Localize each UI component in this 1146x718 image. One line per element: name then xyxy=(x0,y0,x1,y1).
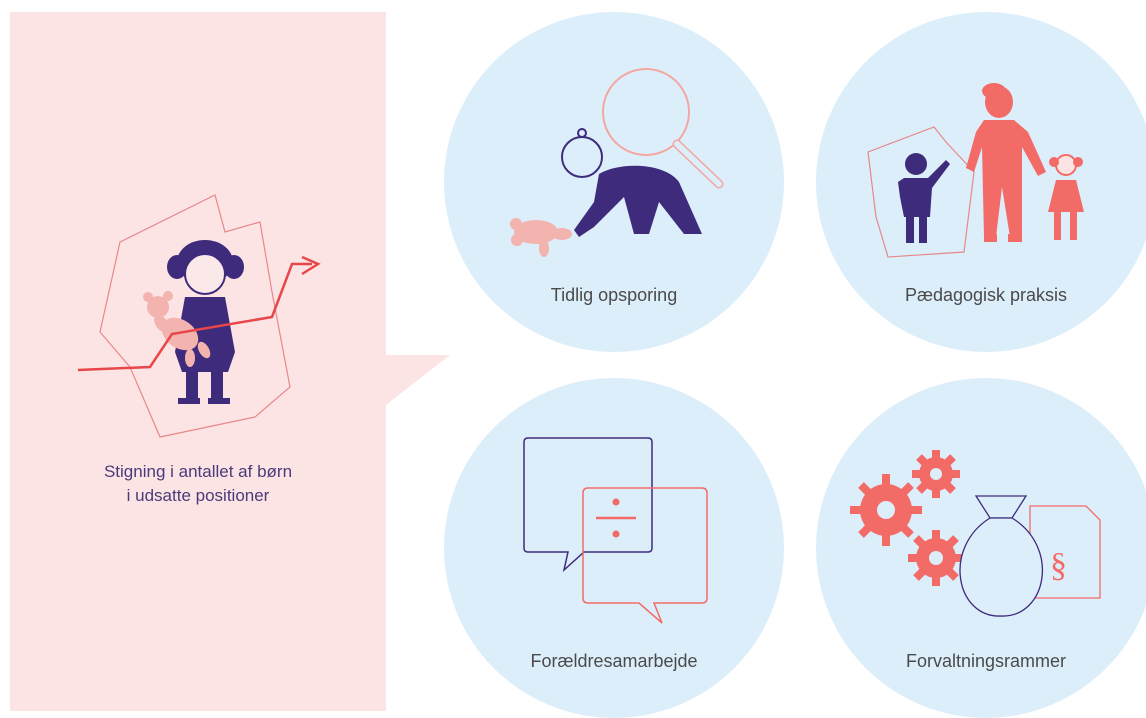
adult-with-children-icon xyxy=(867,83,1084,258)
main-topic-label-line2: i udsatte positioner xyxy=(126,486,270,505)
circle-early-detection: Tidlig opsporing xyxy=(444,12,784,352)
circle-label-parent-collaboration: Forældresamarbejde xyxy=(530,651,698,671)
circle-parent-collaboration: Forældresamarbejde xyxy=(444,378,784,718)
svg-text:§: § xyxy=(1050,547,1067,584)
speech-bubbles-icon xyxy=(523,437,708,624)
gears-money-paragraph-icon: § xyxy=(850,450,1101,617)
circle-label-early-detection: Tidlig opsporing xyxy=(550,285,678,305)
crawling-baby-magnifier-icon xyxy=(510,68,724,257)
circle-label-administrative-frameworks: Forvaltningsrammer xyxy=(905,651,1067,671)
main-topic-label: Stigning i antallet af børn i udsatte po… xyxy=(10,460,386,508)
main-topic-panel: Stigning i antallet af børn i udsatte po… xyxy=(10,12,386,711)
girl-with-rising-trend-icon xyxy=(77,194,321,438)
main-topic-label-line1: Stigning i antallet af børn xyxy=(103,462,293,481)
circle-pedagogical-practice: Pædagogisk praksis xyxy=(816,12,1146,352)
circle-label-pedagogical-practice: Pædagogisk praksis xyxy=(904,285,1068,305)
circle-administrative-frameworks: § Forvaltningsrammer xyxy=(816,378,1146,718)
